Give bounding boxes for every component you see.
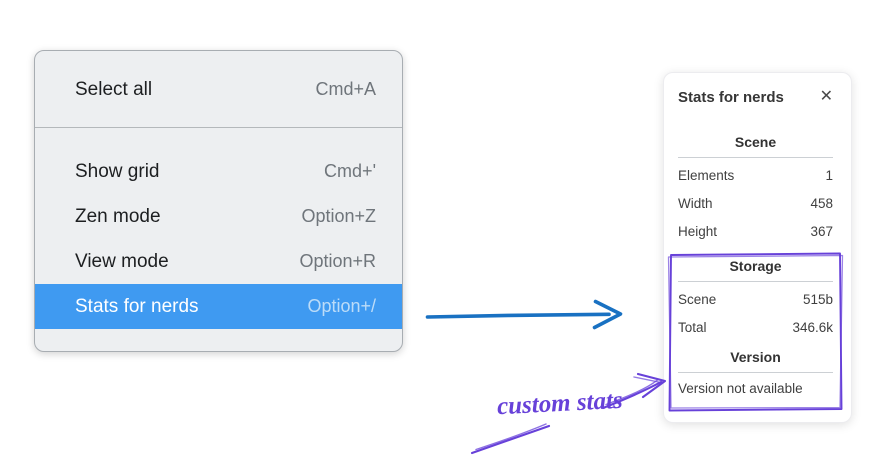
stat-value: 515b (802, 291, 833, 307)
scene-stat-rows: Elements 1 Width 458 Height 367 (678, 161, 833, 245)
stat-row-scene-size: Scene 515b (678, 285, 833, 313)
menu-item-label: Show grid (75, 160, 160, 182)
stat-label: Scene (678, 291, 717, 307)
menu-item-select-all[interactable]: Select all Cmd+A (35, 67, 402, 112)
menu-item-stats-for-nerds[interactable]: Stats for nerds Option+/ (35, 284, 402, 329)
stat-value: 458 (810, 195, 833, 211)
menu-item-shortcut: Option+/ (307, 296, 376, 316)
stat-row-height: Height 367 (678, 217, 833, 245)
stat-row-total-size: Total 346.6k (678, 313, 833, 341)
custom-stats-annotation-label: custom stats (496, 386, 624, 421)
section-heading-scene: Scene (734, 134, 777, 150)
stat-row-elements: Elements 1 (678, 161, 833, 189)
context-menu: Select all Cmd+A Show grid Cmd+' Zen mod… (34, 50, 403, 352)
section-rule (678, 372, 833, 373)
stat-value: 367 (810, 223, 833, 239)
stat-label: Total (678, 319, 707, 335)
stat-label: Elements (678, 167, 735, 183)
stats-panel-title: Stats for nerds (678, 88, 784, 106)
menu-item-label: Select all (75, 78, 153, 100)
menu-item-view-mode[interactable]: View mode Option+R (35, 239, 402, 284)
section-heading-storage: Storage (729, 258, 782, 274)
stats-panel: Stats for nerds ✕ Scene Elements 1 Width… (663, 72, 852, 423)
menu-item-shortcut: Option+R (299, 251, 376, 271)
menu-item-zen-mode[interactable]: Zen mode Option+Z (35, 194, 402, 239)
version-note: Version not available (678, 381, 803, 396)
stats-panel-header: Stats for nerds ✕ (678, 86, 833, 108)
menu-item-label: Zen mode (75, 205, 161, 227)
stat-value: 1 (825, 167, 833, 183)
menu-item-shortcut: Cmd+' (324, 161, 376, 181)
menu-group-bottom: Show grid Cmd+' Zen mode Option+Z View m… (35, 128, 402, 329)
section-rule (678, 281, 833, 282)
menu-item-shortcut: Cmd+A (315, 79, 376, 99)
stat-row-width: Width 458 (678, 189, 833, 217)
menu-item-show-grid[interactable]: Show grid Cmd+' (35, 149, 402, 194)
menu-divider (35, 127, 402, 128)
menu-item-shortcut: Option+Z (301, 206, 376, 226)
stat-value: 346.6k (792, 319, 833, 335)
blue-arrow (425, 299, 623, 330)
menu-item-label: Stats for nerds (75, 295, 199, 317)
section-heading-version: Version (730, 349, 781, 365)
stat-label: Width (678, 195, 713, 211)
close-icon[interactable]: ✕ (819, 88, 833, 105)
section-rule (678, 157, 833, 158)
menu-item-label: View mode (75, 250, 169, 272)
stat-label: Height (678, 223, 718, 239)
storage-stat-rows: Scene 515b Total 346.6k (678, 285, 833, 341)
menu-group-top: Select all Cmd+A (35, 51, 402, 127)
